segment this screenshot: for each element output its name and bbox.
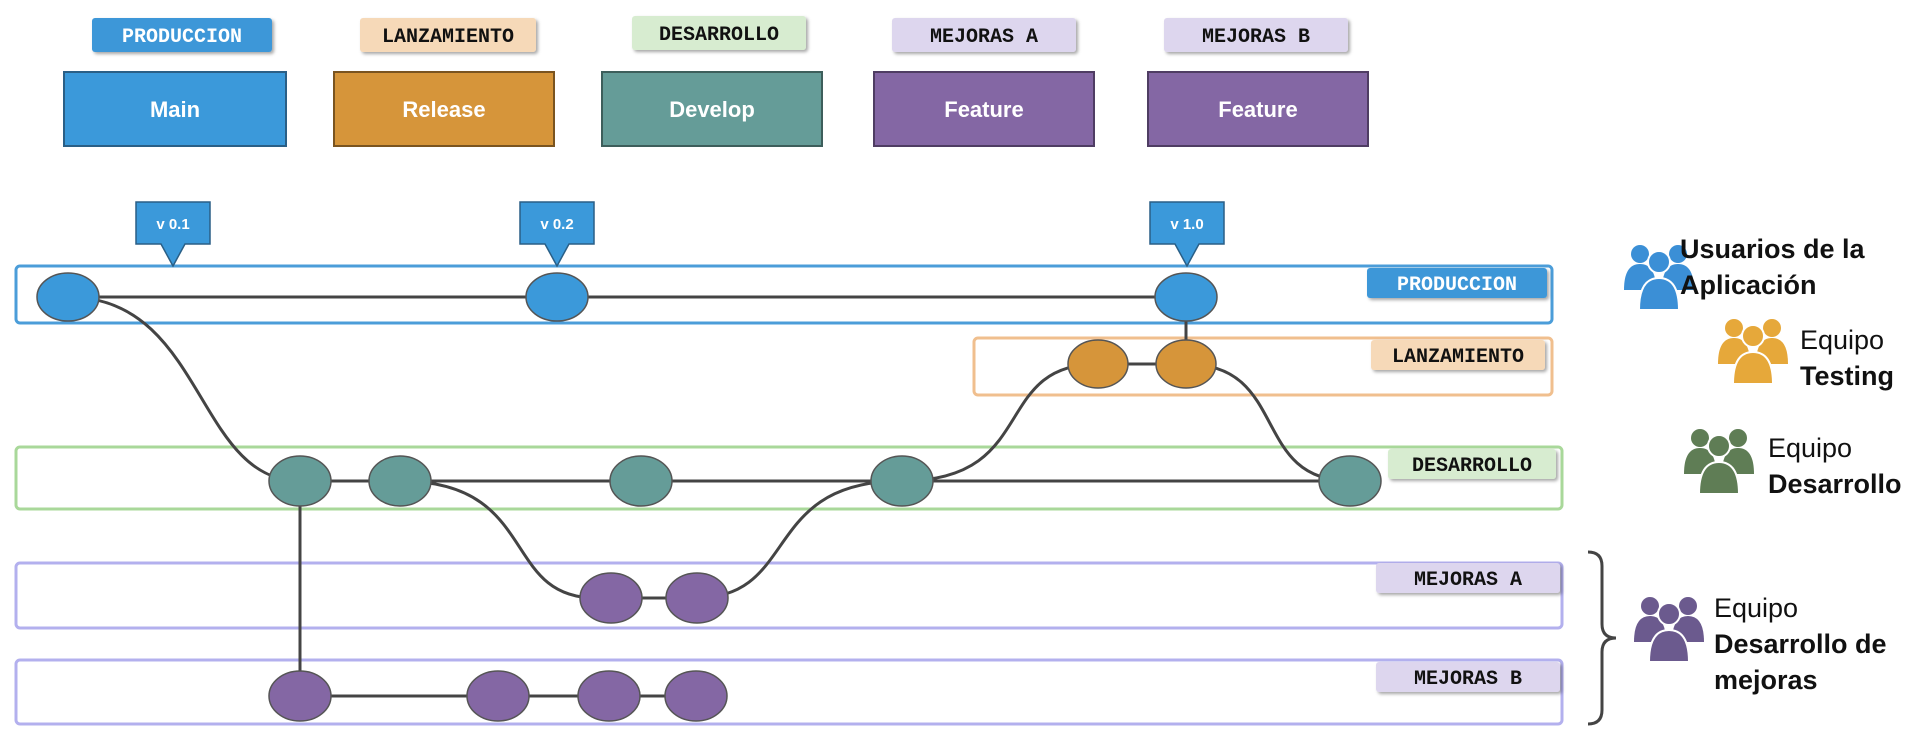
team-label-mejoras-line1: Equipo	[1714, 593, 1799, 623]
lane-label-mejoras-a: MEJORAS A	[1376, 563, 1560, 593]
version-marker-v02: v 0.2	[519, 201, 595, 268]
develop-to-feature-a-curve	[399, 479, 597, 600]
commit-node-mejoras-b	[466, 670, 530, 722]
lane-label-mejoras-b: MEJORAS B	[1376, 662, 1560, 692]
branch-box-release: Release	[333, 71, 555, 147]
lane-label-produccion: PRODUCCION	[1367, 268, 1547, 298]
commit-node-desarrollo	[368, 455, 432, 507]
develop-to-release-curve	[901, 362, 1099, 483]
team-label-usuarios: Usuarios de la Aplicación	[1680, 231, 1865, 303]
version-marker-v01-text: v 0.1	[156, 216, 189, 233]
team-label-usuarios-line2: Aplicación	[1680, 270, 1817, 300]
version-marker-v01: v 0.1	[135, 201, 211, 268]
header-tag-mejoras-b-text: MEJORAS B	[1202, 26, 1310, 49]
branch-box-release-text: Release	[402, 97, 485, 122]
team-label-desarrollo: Equipo Desarrollo	[1768, 430, 1902, 502]
team-dev-icon	[1684, 429, 1754, 495]
branch-box-feature-b-text: Feature	[1218, 97, 1297, 122]
header-tag-mejoras-a-text: MEJORAS A	[930, 26, 1038, 49]
team-label-testing-line2: Testing	[1800, 361, 1894, 391]
lane-label-desarrollo-text: DESARROLLO	[1412, 455, 1532, 478]
feature-brace	[1587, 550, 1617, 726]
commit-node-mejoras-a	[665, 572, 729, 624]
team-label-usuarios-line1: Usuarios de la	[1680, 234, 1865, 264]
lane-label-lanzamiento: LANZAMIENTO	[1371, 340, 1545, 370]
version-marker-v10-text: v 1.0	[1170, 216, 1203, 233]
commit-node-produccion	[1154, 272, 1218, 322]
main-to-develop-curve	[67, 295, 301, 483]
team-label-desarrollo-line2: Desarrollo	[1768, 469, 1902, 499]
commit-node-lanzamiento	[1155, 339, 1217, 389]
commit-node-desarrollo	[870, 455, 934, 507]
header-tag-desarrollo: DESARROLLO	[632, 16, 806, 50]
version-marker-v10: v 1.0	[1149, 201, 1225, 268]
lane-desarrollo	[14, 445, 1564, 511]
lane-label-mejoras-a-text: MEJORAS A	[1414, 569, 1522, 592]
commit-nodes	[36, 272, 1382, 722]
header-tag-lanzamiento: LANZAMIENTO	[360, 18, 536, 52]
branch-box-main: Main	[63, 71, 287, 147]
header-tag-produccion-text: PRODUCCION	[122, 26, 242, 49]
branch-box-develop-text: Develop	[669, 97, 755, 122]
branch-box-main-text: Main	[150, 97, 200, 122]
header-tag-mejoras-b: MEJORAS B	[1164, 18, 1348, 52]
team-features-icon	[1634, 597, 1704, 663]
team-label-mejoras-line3: mejoras	[1714, 665, 1818, 695]
team-label-mejoras-line2: Desarrollo de	[1714, 629, 1887, 659]
commit-node-mejoras-b	[577, 670, 641, 722]
commit-node-mejoras-b	[664, 670, 728, 722]
branch-box-feature-b: Feature	[1147, 71, 1369, 147]
branch-box-develop: Develop	[601, 71, 823, 147]
header-tag-produccion: PRODUCCION	[92, 18, 272, 52]
lane-label-desarrollo: DESARROLLO	[1388, 449, 1556, 479]
branch-box-feature-a: Feature	[873, 71, 1095, 147]
lane-mejoras-b	[14, 658, 1564, 726]
release-to-develop-curve	[1185, 362, 1351, 483]
users-icon	[1624, 245, 1694, 311]
lane-lanzamiento	[972, 336, 1554, 397]
team-testing-icon	[1718, 319, 1788, 385]
lane-label-produccion-text: PRODUCCION	[1397, 274, 1517, 297]
team-label-desarrollo-line1: Equipo	[1768, 433, 1853, 463]
commit-node-lanzamiento	[1067, 339, 1129, 389]
version-marker-v02-text: v 0.2	[540, 216, 573, 233]
commit-node-produccion	[525, 272, 589, 322]
lane-label-lanzamiento-text: LANZAMIENTO	[1392, 346, 1524, 369]
team-label-testing-line1: Equipo	[1800, 325, 1885, 355]
header-tag-desarrollo-text: DESARROLLO	[659, 24, 779, 47]
commit-node-desarrollo	[609, 455, 673, 507]
team-label-mejoras: Equipo Desarrollo de mejoras	[1714, 590, 1887, 698]
feature-a-to-develop-curve	[695, 479, 903, 600]
header-tag-lanzamiento-text: LANZAMIENTO	[382, 26, 514, 49]
commit-node-mejoras-b	[268, 670, 332, 722]
team-label-testing: Equipo Testing	[1800, 322, 1894, 394]
commit-node-desarrollo	[268, 455, 332, 507]
lane-produccion	[14, 264, 1554, 325]
lane-mejoras-a	[14, 561, 1564, 630]
commit-node-mejoras-a	[579, 572, 643, 624]
header-tag-mejoras-a: MEJORAS A	[892, 18, 1076, 52]
commit-node-desarrollo	[1318, 455, 1382, 507]
branch-box-feature-a-text: Feature	[944, 97, 1023, 122]
lane-label-mejoras-b-text: MEJORAS B	[1414, 668, 1522, 691]
commit-node-produccion	[36, 272, 100, 322]
